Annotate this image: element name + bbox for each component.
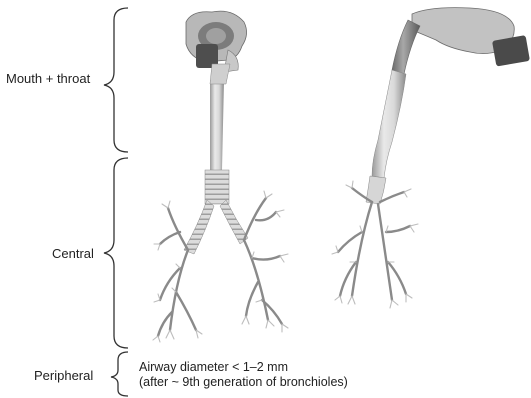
bracket-central [104, 158, 128, 348]
airway-model-side-view [332, 8, 530, 308]
peripheral-note-line-1: Airway diameter < 1–2 mm [139, 360, 348, 375]
region-label-peripheral: Peripheral [34, 368, 93, 384]
region-label-central: Central [52, 246, 94, 262]
bracket-mouth-throat [104, 8, 128, 152]
peripheral-note-line-2: (after ~ 9th generation of bronchioles) [139, 375, 348, 390]
airway-model-front-view [153, 11, 288, 342]
region-label-mouth-throat: Mouth + throat [6, 71, 90, 87]
bracket-peripheral [111, 352, 128, 396]
peripheral-note: Airway diameter < 1–2 mm (after ~ 9th ge… [139, 360, 348, 390]
